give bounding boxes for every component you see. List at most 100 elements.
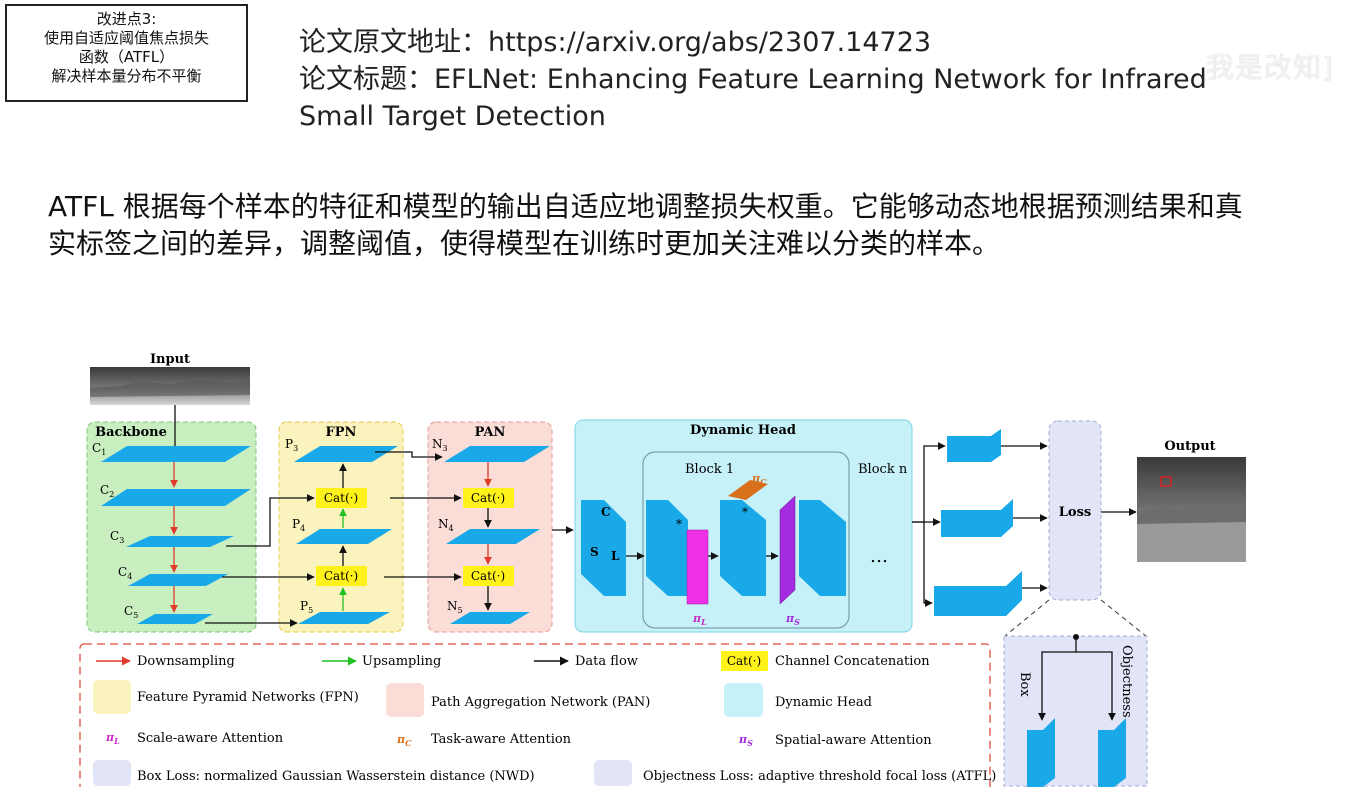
cat-block — [316, 566, 367, 586]
data-flow-arrow — [1076, 651, 1116, 721]
legend-box-loss-text: Box Loss: normalized Gaussian Wasserstei… — [137, 769, 535, 784]
feature-tensor — [720, 500, 766, 596]
note-line: 使用自适应阈值焦点损失 — [43, 29, 209, 47]
pan-level-label: N3 — [432, 437, 448, 453]
paper-header: 论文原文地址：https://arxiv.org/abs/2307.14723 … — [299, 24, 1219, 135]
star-operator: * — [742, 505, 748, 519]
output-label: Output — [1164, 439, 1215, 454]
improvement-note-box: 改进点3: 使用自适应阈值焦点损失 函数（ATFL） 解决样本量分布不平衡 — [5, 4, 248, 102]
input-skyline — [90, 380, 250, 397]
detected-target-box — [1160, 476, 1172, 487]
backbone-level-label: C2 — [100, 483, 114, 499]
head-output-tensor — [941, 499, 1013, 537]
paper-title-line: 论文标题：EFLNet: Enhancing Feature Learning … — [299, 64, 1207, 95]
cat-label: Cat(·) — [471, 491, 505, 505]
output-skyline — [1137, 504, 1246, 524]
zoom-line — [1004, 599, 1050, 637]
backbone-label: Backbone — [95, 425, 167, 440]
legend-concat-text: Channel Concatenation — [775, 654, 930, 669]
feature-map-n5 — [450, 612, 530, 624]
note-line: 函数（ATFL） — [78, 48, 175, 66]
pan-level-label: N4 — [438, 517, 454, 533]
loss-label: Loss — [1059, 505, 1091, 520]
paper-title-line: Small Target Detection — [299, 101, 606, 132]
legend-box-loss-swatch — [93, 760, 131, 786]
input-label: Input — [150, 352, 190, 367]
cat-block — [463, 566, 514, 586]
feature-map-p5 — [298, 612, 390, 624]
head-output-tensor — [947, 429, 1001, 462]
backbone-level-label: C3 — [110, 529, 124, 545]
legend-pan-text: Path Aggregation Network (PAN) — [431, 695, 650, 710]
objectness-loss-tensor — [1098, 718, 1126, 787]
backbone-level-label: C5 — [124, 604, 138, 620]
legend-dataflow-text: Data flow — [575, 654, 638, 669]
backbone-level-label: C1 — [92, 441, 106, 457]
legend-spatial-symbol: πS — [738, 733, 753, 748]
legend-fpn-text: Feature Pyramid Networks (FPN) — [137, 690, 359, 705]
legend-task-symbol: πC — [396, 733, 412, 748]
description-line: ATFL 根据每个样本的特征和模型的输出自适应地调整损失权重。它能够动态地根据预… — [48, 190, 1243, 223]
axis-l-label: L — [611, 549, 620, 563]
cat-label: Cat(·) — [324, 569, 358, 583]
block-1-label: Block 1 — [685, 462, 734, 477]
data-flow-arrow — [923, 522, 933, 607]
feature-map-n3 — [444, 446, 550, 462]
star-operator: * — [676, 517, 682, 531]
legend-cat-swatch — [721, 651, 768, 671]
legend-downsampling-text: Downsampling — [137, 654, 235, 669]
feature-map-p4 — [296, 529, 392, 544]
feature-map-c5 — [137, 614, 213, 624]
legend-task-text: Task-aware Attention — [431, 732, 572, 747]
feature-tensor — [646, 500, 688, 596]
data-flow-arrow — [375, 451, 443, 461]
legend-cat-symbol: Cat(·) — [727, 654, 761, 668]
legend-scale-symbol: πL — [105, 731, 120, 746]
data-flow-arrow — [1038, 637, 1077, 721]
legend-pan-swatch — [386, 683, 424, 717]
description-paragraph: ATFL 根据每个样本的特征和模型的输出自适应地调整损失权重。它能够动态地根据预… — [48, 188, 1348, 262]
backbone-level-label: C4 — [118, 565, 132, 581]
legend-spatial-text: Spatial-aware Attention — [775, 733, 932, 748]
axis-c-label: C — [601, 505, 611, 519]
legend-upsampling-text: Upsampling — [362, 654, 441, 669]
cat-label: Cat(·) — [471, 569, 505, 583]
feature-map-c1 — [101, 446, 251, 462]
feature-map-p3 — [294, 446, 398, 462]
feature-map-c4 — [128, 574, 228, 586]
scale-attention-bar — [686, 529, 709, 605]
box-label: Box — [1017, 672, 1032, 697]
legend-fpn-swatch — [93, 680, 131, 714]
feature-tensor — [581, 500, 626, 596]
legend-obj-loss-swatch — [594, 760, 632, 786]
attention-block-1 — [642, 451, 850, 629]
output-ground — [1137, 516, 1246, 562]
feature-map-c2 — [101, 489, 251, 506]
block-n-label: Block n — [858, 462, 908, 477]
note-line: 解决样本量分布不平衡 — [51, 67, 202, 85]
fpn-level-label: P4 — [292, 517, 305, 533]
description-line: 实标签之间的差异，调整阈值，使得模型在训练时更加关注难以分类的样本。 — [48, 227, 1001, 260]
legend-box — [79, 643, 991, 787]
scale-attention-symbol: πL — [692, 612, 707, 627]
note-line: 改进点3: — [96, 10, 157, 28]
feature-tensor — [799, 500, 846, 596]
task-attention-symbol: πC — [751, 472, 767, 487]
feature-map-n4 — [446, 529, 540, 544]
fpn-label: FPN — [326, 425, 357, 440]
data-flow-arrow — [912, 442, 946, 523]
head-output-tensor — [934, 571, 1022, 616]
legend-scale-text: Scale-aware Attention — [137, 731, 284, 746]
legend-head-swatch — [724, 683, 763, 717]
ellipsis: … — [870, 546, 888, 567]
axis-s-label: S — [590, 545, 599, 559]
loss-block — [1048, 420, 1102, 601]
task-attention-block — [728, 480, 768, 500]
pan-label: PAN — [475, 425, 506, 440]
pan-level-label: N5 — [447, 599, 463, 615]
spatial-attention-bar — [779, 495, 796, 605]
cat-block — [463, 488, 514, 508]
box-loss-tensor — [1027, 718, 1055, 787]
fpn-level-label: P5 — [300, 599, 313, 615]
